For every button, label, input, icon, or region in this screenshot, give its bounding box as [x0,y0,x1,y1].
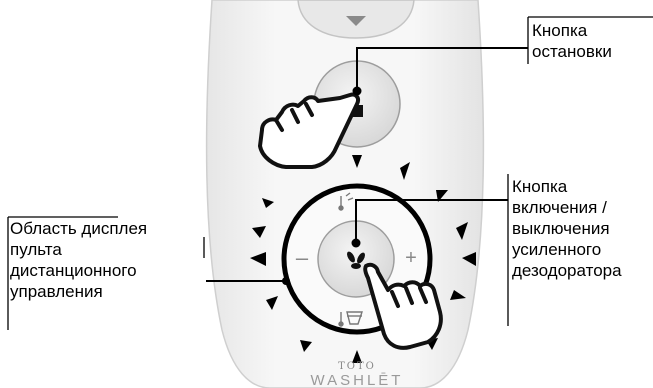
stop-button-label-line: остановки [532,41,612,62]
deodorizer-button-label-line: дезодоратора [512,260,622,281]
brand-top: TOTO [338,361,376,372]
display-area-label: Область дисплея пульта дистанционного уп… [10,218,147,302]
stop-button-label-line: Кнопка [532,20,612,41]
deodorizer-button-label: Кнопка включения / выключения усиленного… [512,176,622,281]
display-area-label-line: управления [10,281,147,302]
deodorizer-button-label-line: Кнопка [512,176,622,197]
brand-bottom: WASHLĒT [311,372,404,388]
plus-symbol[interactable]: + [405,247,417,269]
minus-symbol[interactable]: – [296,245,309,270]
display-area-label-line: дистанционного [10,260,147,281]
display-area-label-line: пульта [10,239,147,260]
deodorizer-button-label-line: выключения [512,218,622,239]
display-area-label-line: Область дисплея [10,218,147,239]
deodorizer-button-label-line: усиленного [512,239,622,260]
stop-button-label: Кнопка остановки [532,20,612,62]
deodorizer-button-label-line: включения / [512,197,622,218]
